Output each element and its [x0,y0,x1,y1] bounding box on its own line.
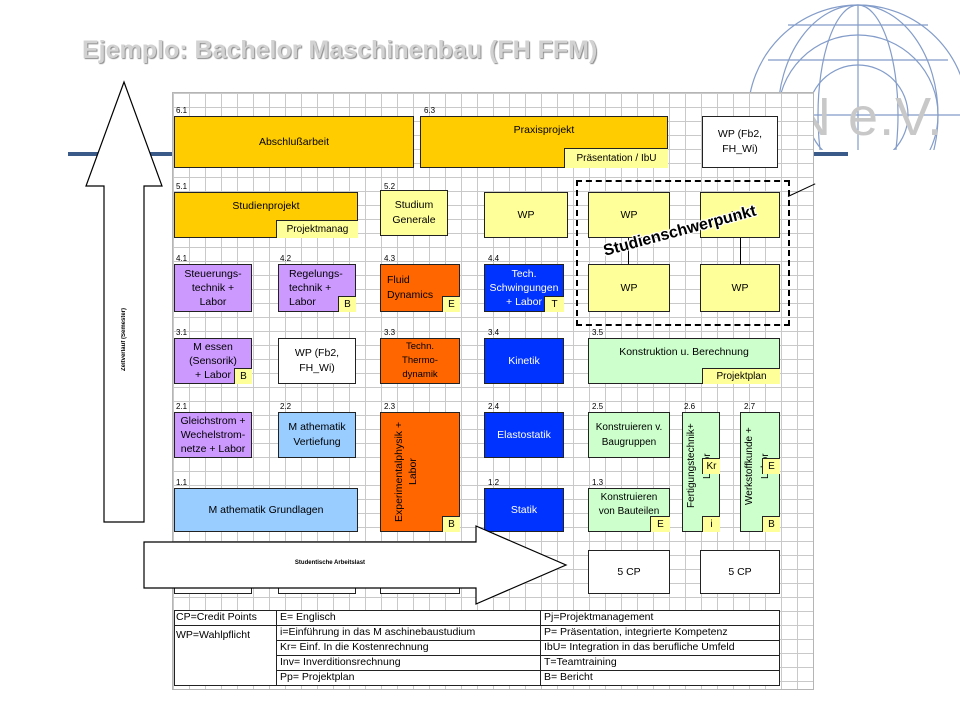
module-number: 4.4 [488,254,500,263]
module-statik: Statik [484,488,564,532]
module-wp: WP [700,264,780,312]
module-tag: B [234,368,252,384]
module-number: 4.3 [384,254,396,263]
module-experimentalphysik-label: Experimentalphysik + Labor [393,421,419,523]
connector-line [740,238,741,264]
time-axis-arrow-icon [85,80,163,523]
legend-item: Pp= Projektplan [280,671,355,683]
legend-item: Pj=Projektmanagement [544,611,654,623]
module-thermodynamik: Techn.Thermo-dynamik [380,338,460,384]
module-tag: T [544,296,564,312]
module-kinetik: Kinetik [484,338,564,384]
module-tag: E [762,458,780,474]
connector-line [628,238,629,264]
legend-table [174,610,780,686]
legend-item: Inv= Inverditionsrechnung [280,656,401,668]
module-tag: E [650,516,670,532]
module-number: 4.1 [176,254,188,263]
module-number: 6.3 [424,106,436,115]
module-number: 4.2 [280,254,292,263]
globe-logo-icon [747,4,960,150]
time-axis-label: Zeitverlauf (Semester) [121,308,127,372]
module-tag: Projektplan [702,368,780,384]
module-tag: Projektmanag [276,220,358,238]
module-number: 2.5 [592,402,604,411]
module-number: 2.7 [744,402,756,411]
module-gleichstrom: Gleichstrom +Wechelstrom-netze + Labor [174,412,252,458]
module-number: 3.5 [592,328,604,337]
module-number: 3.3 [384,328,396,337]
module-wp-fb2: WP (Fb2,FH_Wi) [702,116,778,168]
module-wp-fb2: WP (Fb2,FH_Wi) [278,338,356,384]
module-number: 2.6 [684,402,696,411]
studienschwerpunkt-region [576,180,790,326]
legend-divider [540,610,541,686]
module-praxisprojekt: Praxisprojekt [420,116,668,168]
module-tag: B [762,516,780,532]
module-tag: Kr [702,458,720,474]
module-experimentalphysik [380,412,460,532]
module-tag: i [702,516,720,532]
module-number: 5.1 [176,182,188,191]
workload-axis-arrow-icon [143,525,568,605]
workload-axis-label: Studentische Arbeitslast [294,560,366,566]
legend-item: T=Teamtraining [544,656,617,668]
module-number: 1.1 [176,478,188,487]
module-tag: Präsentation / IbU [564,148,668,168]
module-number: 5.2 [384,182,396,191]
legend-item: Kr= Einf. In die Kostenrechnung [280,641,429,653]
legend-item: WP=Wahlpflicht [176,629,251,641]
legend-item: i=Einführung in das M aschinebaustudium [280,626,476,638]
module-tag: B [442,516,460,532]
module-number: 6.1 [176,106,188,115]
module-number: 2.1 [176,402,188,411]
module-number: 1.3 [592,478,604,487]
module-number: 2.2 [280,402,292,411]
legend-item: B= Bericht [544,671,593,683]
module-tag: B [338,296,356,312]
module-steuerungstechnik: Steuerungs-technik +Labor [174,264,252,312]
module-number: 3.1 [176,328,188,337]
module-wp: WP [484,192,568,238]
module-tag: E [442,296,460,312]
credit-box: 5 CP [700,550,780,594]
module-number: 1.2 [488,478,500,487]
legend-item: CP=Credit Points [176,611,257,623]
module-number: 2.4 [488,402,500,411]
legend-item: IbU= Integration in das berufliche Umfel… [544,641,735,653]
module-wp: WP [588,264,670,312]
legend-item: P= Präsentation, integrierte Kompetenz [544,626,728,638]
credit-box: 5 CP [588,550,670,594]
legend-divider [276,610,277,686]
legend-item: E= Englisch [280,611,336,623]
module-elastostatik: Elastostatik [484,412,564,458]
module-mathematik-grundlagen: M athematik Grundlagen [174,488,358,532]
module-wp: WP [588,192,670,238]
module-wp: WP [700,192,780,238]
module-abschlussarbeit: Abschlußarbeit [174,116,414,168]
module-number: 2.3 [384,402,396,411]
page-title: Ejemplo: Bachelor Maschinenbau (FH FFM) [82,36,598,64]
module-number: 3.4 [488,328,500,337]
module-konstruieren-baugruppen: Konstruieren v.Baugruppen [588,412,670,458]
legend-divider [174,625,276,626]
